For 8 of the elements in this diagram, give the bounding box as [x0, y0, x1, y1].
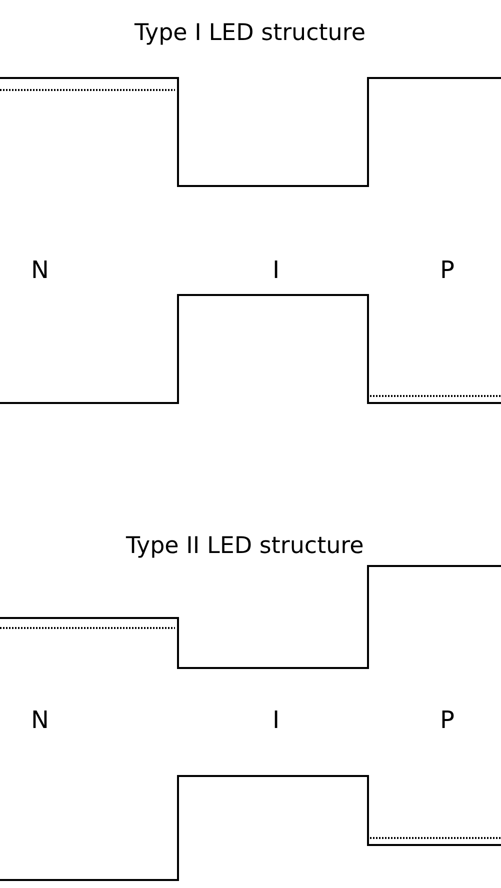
panel-heading: Type II LED structure — [126, 535, 364, 558]
region-label: I — [272, 708, 280, 732]
region-label: I — [272, 258, 280, 282]
region-label: N — [31, 258, 49, 282]
panel-heading: Type I LED structure — [134, 22, 366, 45]
region-label: P — [440, 708, 454, 732]
region-label: P — [440, 258, 454, 282]
region-label: N — [31, 708, 49, 732]
